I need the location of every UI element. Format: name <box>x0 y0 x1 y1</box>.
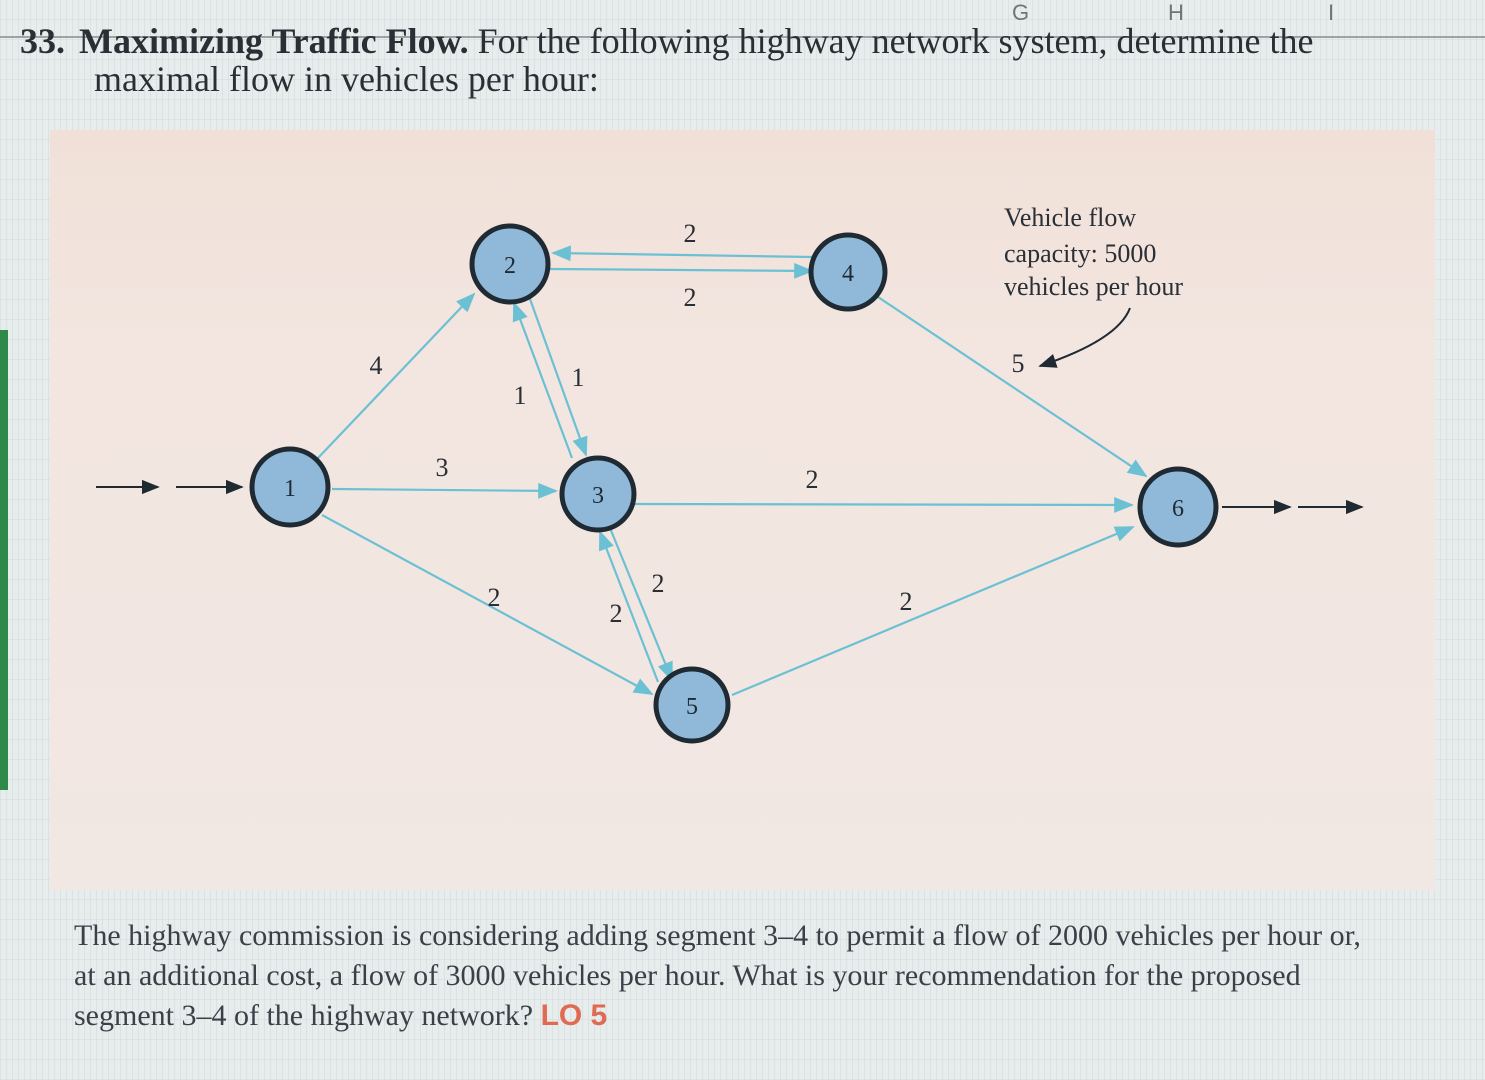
edge-3-2 <box>512 301 574 459</box>
capacity-label-3-6: 2 <box>806 465 819 494</box>
legend-line-3: vehicles per hour <box>1004 272 1183 301</box>
node-6-label: 6 <box>1172 496 1184 522</box>
node-1-label: 1 <box>284 476 296 502</box>
edge-4-2 <box>551 245 813 262</box>
learning-objective-tag: LO 5 <box>540 999 608 1032</box>
node-4 <box>808 232 888 312</box>
capacity-label-1-3: 3 <box>436 453 449 482</box>
edge-5-3 <box>598 530 660 683</box>
capacity-label-5-3: 2 <box>610 599 623 628</box>
edge-5-6 <box>731 525 1135 697</box>
node-5-label: 5 <box>686 694 698 720</box>
capacity-label-3-2: 1 <box>514 381 527 410</box>
capacity-label-4-2: 2 <box>684 219 697 248</box>
node-1 <box>249 446 331 528</box>
problem-description: The highway commission is considering ad… <box>74 916 1364 1036</box>
node-2 <box>469 223 551 305</box>
edge-3-5 <box>608 527 674 682</box>
problem-header: 33. Maximizing Traffic Flow. For the foll… <box>20 22 1460 98</box>
edge-2-3 <box>528 298 588 457</box>
problem-prompt-line-2: maximal flow in vehicles per hour: <box>94 59 599 99</box>
capacity-label-2-3: 1 <box>572 363 585 392</box>
legend-line-1: Vehicle flow <box>1004 203 1136 232</box>
edge-3-6 <box>633 497 1134 513</box>
spreadsheet-column-header: G H I <box>0 0 1485 38</box>
legend-line-2: capacity: 5000 <box>1004 239 1156 268</box>
window-left-edge <box>0 330 8 790</box>
edge-4-6 <box>877 296 1148 478</box>
edge-1-5 <box>321 514 654 695</box>
node-2-label: 2 <box>504 253 516 279</box>
problem-prompt-line-1: For the following highway network system… <box>477 21 1314 61</box>
edge-2-4 <box>549 262 814 279</box>
problem-number: 33. <box>20 21 65 61</box>
capacity-label-5-6: 2 <box>900 587 913 616</box>
node-6 <box>1137 466 1219 548</box>
capacity-label-4-6: 5 <box>1012 349 1025 378</box>
description-text: The highway commission is considering ad… <box>74 919 1361 1032</box>
edge-1-2 <box>317 292 476 459</box>
column-letter-i[interactable]: I <box>1328 0 1335 25</box>
capacity-label-3-5: 2 <box>652 569 665 598</box>
node-3 <box>559 455 637 533</box>
node-3-label: 3 <box>592 483 604 509</box>
problem-title: Maximizing Traffic Flow. <box>79 21 469 61</box>
node-5 <box>653 666 731 744</box>
capacity-label-2-4: 2 <box>684 283 697 312</box>
capacity-label-1-2: 4 <box>370 351 383 380</box>
edge-1-3 <box>331 482 558 499</box>
capacity-label-1-5: 2 <box>488 583 501 612</box>
column-letter-g[interactable]: G <box>1012 0 1030 25</box>
node-4-label: 4 <box>842 261 854 287</box>
column-letter-h[interactable]: H <box>1168 0 1184 25</box>
legend-callout-arrow <box>1038 307 1131 368</box>
